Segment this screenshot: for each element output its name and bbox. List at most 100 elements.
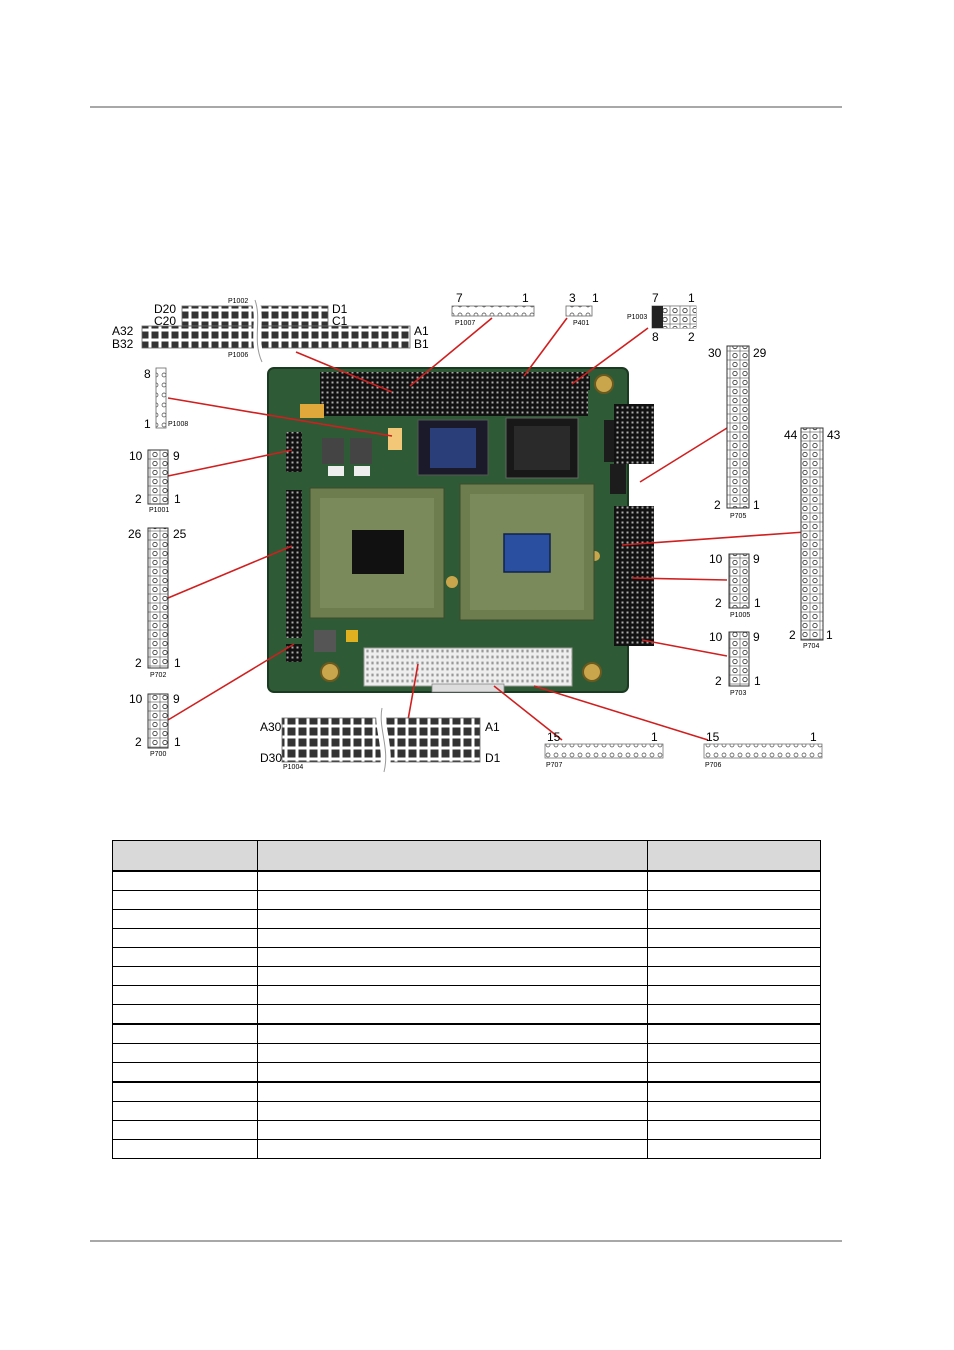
p1002-c-start-label: C20 <box>154 314 176 328</box>
table-cell <box>257 1004 648 1025</box>
connector-p1005: 10 9 2 1 P1005 <box>709 552 761 619</box>
p1003-name-label: P1003 <box>627 314 647 321</box>
p1002-name-label: P1002 <box>228 298 248 305</box>
pcb-board <box>267 367 654 693</box>
table-cell <box>112 966 258 986</box>
p1001-top-left-label: 10 <box>129 449 143 463</box>
p704-top-right-label: 43 <box>827 428 841 442</box>
table-cell <box>112 985 258 1005</box>
p1001-name-label: P1001 <box>149 507 169 514</box>
p705-bottom-left-label: 2 <box>714 498 721 512</box>
table-header-cell <box>257 840 648 872</box>
table-cell <box>257 947 648 967</box>
p1004-d-end-label: D1 <box>485 751 501 765</box>
table-cell <box>112 928 258 948</box>
table-cell <box>112 1004 258 1025</box>
p1007-left-label: 7 <box>456 291 463 305</box>
table-row <box>112 890 821 910</box>
table-cell <box>647 947 821 967</box>
table-row <box>112 1101 821 1121</box>
connector-p1007: 7 1 P1007 <box>451 291 535 327</box>
table-row <box>112 870 821 891</box>
table-header-row <box>112 840 821 872</box>
table-cell <box>257 1081 648 1102</box>
p1002-d-start-label: D20 <box>154 302 176 316</box>
table-cell <box>647 985 821 1005</box>
p1008-top-label: 8 <box>144 367 151 381</box>
p1008-name-label: P1008 <box>168 421 188 428</box>
p704-bottom-right-label: 1 <box>826 628 833 642</box>
table-cell <box>257 1101 648 1121</box>
p702-bottom-right-label: 1 <box>174 656 181 670</box>
table-row <box>112 966 821 986</box>
p704-bottom-left-label: 2 <box>789 628 796 642</box>
p1001-bottom-left-label: 2 <box>135 492 142 506</box>
table-header-cell <box>112 840 258 872</box>
connector-p703: 10 9 2 1 P703 <box>709 630 761 697</box>
p704-name-label: P704 <box>803 643 819 650</box>
p702-top-left-label: 26 <box>128 527 142 541</box>
p1004-a-start-label: A30 <box>260 720 282 734</box>
p705-top-right-label: 29 <box>753 346 767 360</box>
p1006-b-end-label: B1 <box>414 337 429 351</box>
p702-bottom-left-label: 2 <box>135 656 142 670</box>
p703-bottom-right-label: 1 <box>754 674 761 688</box>
table-cell <box>647 870 821 891</box>
table-cell <box>112 870 258 891</box>
p1002-c-end-label: C1 <box>332 314 348 328</box>
table-cell <box>647 1101 821 1121</box>
connector-p1002: D20 C20 D1 C1 P1002 <box>154 298 348 328</box>
p1005-bottom-left-label: 2 <box>715 596 722 610</box>
table-cell <box>647 1081 821 1102</box>
p702-top-right-label: 25 <box>173 527 187 541</box>
table-cell <box>112 1062 258 1083</box>
table-cell <box>647 1004 821 1025</box>
p702-name-label: P702 <box>150 672 166 679</box>
table-cell <box>647 1062 821 1083</box>
p1007-right-label: 1 <box>522 291 529 305</box>
connector-p700: 10 9 2 1 P700 <box>129 692 181 758</box>
connector-p707: 15 1 P707 <box>544 730 664 769</box>
table-row <box>112 1139 821 1159</box>
p401-left-label: 3 <box>569 291 576 305</box>
p401-right-label: 1 <box>592 291 599 305</box>
table-cell <box>112 1120 258 1140</box>
table-cell <box>257 966 648 986</box>
p1003-bottom-left-label: 8 <box>652 330 659 344</box>
footer-rule <box>90 1240 842 1242</box>
table-row <box>112 1120 821 1140</box>
table-row <box>112 1043 821 1063</box>
p706-right-label: 1 <box>810 730 817 744</box>
p1004-d-start-label: D30 <box>260 751 282 765</box>
table-cell <box>257 1120 648 1140</box>
connector-p705: 30 29 2 1 P705 <box>708 345 767 520</box>
p1005-top-left-label: 10 <box>709 552 723 566</box>
p1004-a-end-label: A1 <box>485 720 500 734</box>
connector-p704: 44 43 2 1 P704 <box>784 427 841 650</box>
table-row <box>112 947 821 967</box>
table-row <box>112 1023 821 1044</box>
connector-p1004: A30 D30 A1 D1 P1004 <box>260 707 501 774</box>
table-cell <box>112 947 258 967</box>
p1005-name-label: P1005 <box>730 612 750 619</box>
table-cell <box>257 1139 648 1159</box>
table-cell <box>647 1120 821 1140</box>
table-cell <box>647 1139 821 1159</box>
connector-p1006: A32 B32 A1 B1 P1006 <box>112 324 429 359</box>
table-cell <box>257 1062 648 1083</box>
table-cell <box>647 890 821 910</box>
connector-p706: 15 1 P706 <box>703 730 823 769</box>
p1001-top-right-label: 9 <box>173 449 180 463</box>
p705-top-left-label: 30 <box>708 346 722 360</box>
p1005-bottom-right-label: 1 <box>754 596 761 610</box>
connector-p1008: 8 1 P1008 <box>144 367 188 431</box>
table-row <box>112 928 821 948</box>
p703-name-label: P703 <box>730 690 746 697</box>
board-diagram: D20 C20 D1 C1 P1002 A32 B32 A1 B1 P1006 … <box>112 291 841 774</box>
table-cell <box>112 1081 258 1102</box>
table-row <box>112 1081 821 1102</box>
table-cell <box>112 909 258 929</box>
table-cell <box>257 985 648 1005</box>
table-row <box>112 985 821 1005</box>
p1004-name-label: P1004 <box>283 764 303 771</box>
